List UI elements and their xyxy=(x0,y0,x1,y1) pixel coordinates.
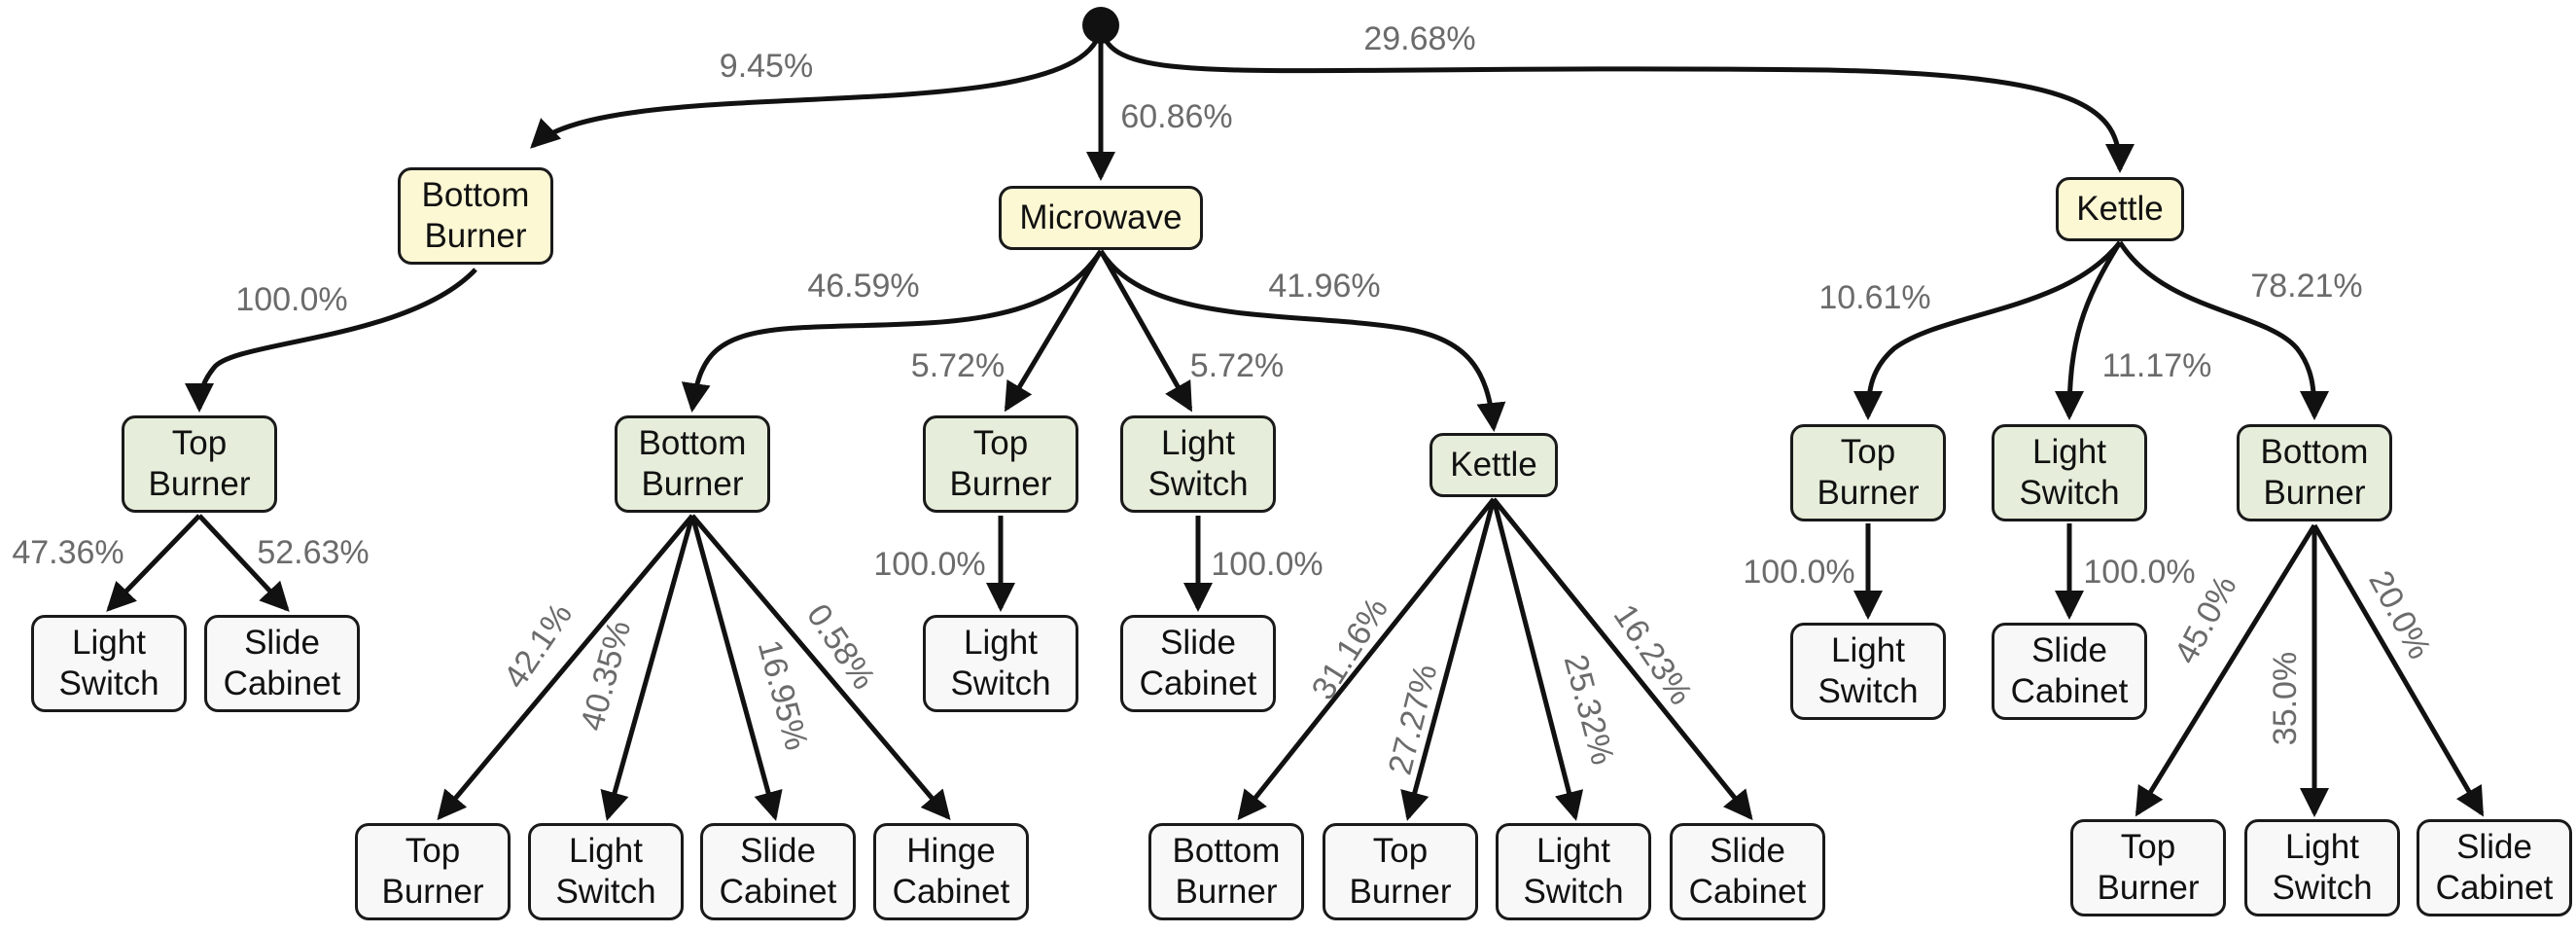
edge-probability-label: 20.0% xyxy=(2361,565,2438,665)
edge-probability-label: 25.32% xyxy=(1557,651,1622,769)
edge-arrow-n11-n112 xyxy=(197,514,290,612)
edge-arrow-n2-n21 xyxy=(681,249,1104,413)
edge-arrow-n3-n31 xyxy=(1853,240,2122,421)
edge-probability-label: 40.35% xyxy=(574,617,639,735)
tree-node-n244: Slide Cabinet xyxy=(1670,823,1825,920)
edge-probability-label: 35.0% xyxy=(2267,652,2304,745)
tree-node-n332: Light Switch xyxy=(2244,819,2400,916)
edge-probability-label: 10.61% xyxy=(1818,279,1930,316)
edge-probability-label: 60.86% xyxy=(1120,98,1232,135)
edge-probability-label: 100.0% xyxy=(873,546,985,583)
tree-node-n31: Top Burner xyxy=(1790,424,1946,521)
edge-probability-label: 100.0% xyxy=(2083,554,2195,591)
tree-node-n243: Light Switch xyxy=(1496,823,1651,920)
edge-probability-label: 46.59% xyxy=(807,268,919,305)
tree-node-n33: Bottom Burner xyxy=(2237,424,2392,521)
edge-arrow-n2-n22 xyxy=(1004,249,1104,413)
tree-node-n112: Slide Cabinet xyxy=(204,615,360,712)
edge-probability-label: 31.16% xyxy=(1305,592,1395,706)
edge-probability-label: 42.1% xyxy=(497,596,580,695)
root-node-dot xyxy=(1082,7,1119,44)
edge-arrow-n24-n241 xyxy=(1237,497,1496,821)
edge-probability-label: 52.63% xyxy=(257,534,369,571)
tree-node-n333: Slide Cabinet xyxy=(2417,819,2572,916)
tree-node-n331: Top Burner xyxy=(2070,819,2226,916)
tree-node-n231: Slide Cabinet xyxy=(1120,615,1276,712)
edge-arrow-n3-n32 xyxy=(2055,240,2123,421)
tree-node-n242: Top Burner xyxy=(1323,823,1478,920)
tree-node-n23: Light Switch xyxy=(1120,415,1276,513)
tree-node-n22: Top Burner xyxy=(923,415,1078,513)
edge-probability-label: 9.45% xyxy=(720,48,813,85)
edge-arrow-n21-n211 xyxy=(437,514,694,821)
edge-arrow-n33-n331 xyxy=(2135,523,2317,817)
edge-arrow-n2-n23 xyxy=(1098,249,1193,413)
tree-node-n221: Light Switch xyxy=(923,615,1078,712)
tree-node-n11: Top Burner xyxy=(122,415,277,513)
edge-probability-label: 11.17% xyxy=(2102,347,2212,384)
edge-probability-label: 29.68% xyxy=(1363,20,1475,57)
edge-probability-label: 16.95% xyxy=(751,636,816,754)
edge-arrow-n24-n242 xyxy=(1400,498,1497,821)
edge-arrow-n11-n111 xyxy=(106,514,201,612)
edge-arrow-n24-n244 xyxy=(1492,497,1753,821)
tree-node-n32: Light Switch xyxy=(1992,424,2147,521)
edge-arrow-n2-n24 xyxy=(1098,249,1506,432)
tree-node-n213: Slide Cabinet xyxy=(700,823,856,920)
tree-node-n311: Light Switch xyxy=(1790,623,1946,720)
tree-node-n21: Bottom Burner xyxy=(615,415,770,513)
edge-arrow-n21-n213 xyxy=(689,515,783,821)
edge-arrow-n24-n243 xyxy=(1491,498,1584,821)
edge-probability-label: 47.36% xyxy=(12,534,124,571)
edge-probability-label: 100.0% xyxy=(1211,546,1323,583)
tree-node-n211: Top Burner xyxy=(355,823,511,920)
edge-probability-label: 100.0% xyxy=(235,281,347,318)
edge-probability-label: 5.72% xyxy=(911,347,1005,384)
tree-node-n241: Bottom Burner xyxy=(1148,823,1304,920)
tree-node-n321: Slide Cabinet xyxy=(1992,623,2147,720)
edge-arrow-n1-n11 xyxy=(185,268,477,413)
edge-arrow-n3-n33 xyxy=(2117,240,2329,421)
edge-arrow-n21-n214 xyxy=(690,514,951,821)
tree-node-n111: Light Switch xyxy=(31,615,187,712)
edge-probability-label: 41.96% xyxy=(1268,268,1380,305)
edge-probability-label: 78.21% xyxy=(2250,268,2362,305)
edge-probability-label: 0.58% xyxy=(799,597,882,696)
edge-arrow-root-n3 xyxy=(1098,24,2135,174)
edge-arrow-root-n1 xyxy=(530,24,1104,149)
tree-node-n24: Kettle xyxy=(1429,433,1558,497)
tree-node-n214: Hinge Cabinet xyxy=(873,823,1029,920)
edge-arrow-n21-n212 xyxy=(600,515,695,821)
edge-probability-label: 5.72% xyxy=(1190,347,1284,384)
tree-node-n1: Bottom Burner xyxy=(398,167,553,265)
edge-arrow-n33-n333 xyxy=(2311,523,2485,817)
edge-probability-label: 100.0% xyxy=(1743,554,1854,591)
tree-node-n212: Light Switch xyxy=(528,823,684,920)
tree-node-n2: Microwave xyxy=(999,186,1203,250)
tree-node-n3: Kettle xyxy=(2056,177,2184,241)
